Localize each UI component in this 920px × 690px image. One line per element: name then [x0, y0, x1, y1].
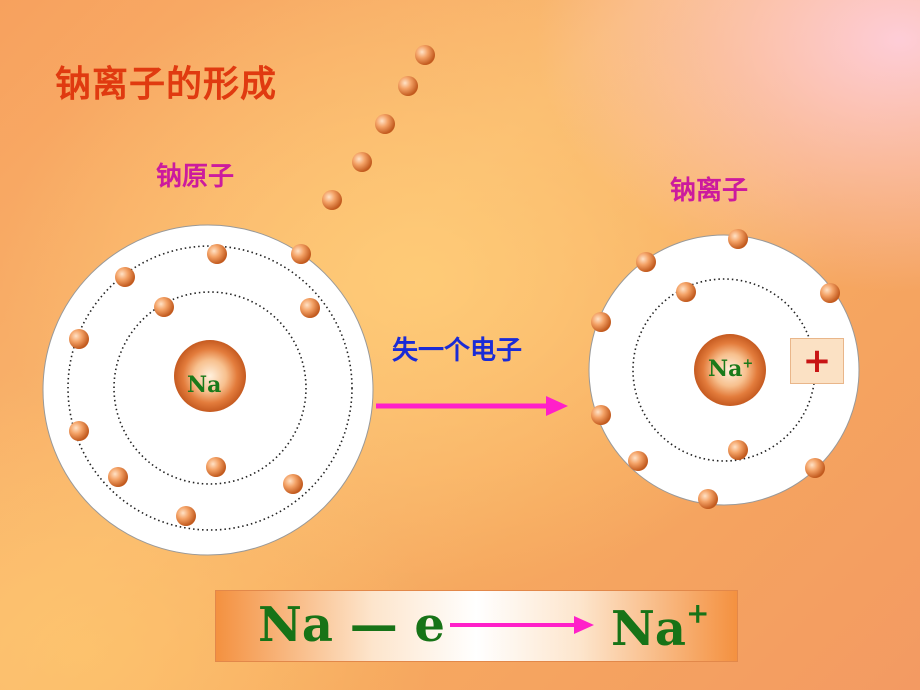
electron	[591, 405, 611, 425]
ion-electrons	[591, 229, 840, 509]
electron	[207, 244, 227, 264]
electron	[300, 298, 320, 318]
electron	[176, 506, 196, 526]
electron	[728, 229, 748, 249]
electron	[398, 76, 418, 96]
electron	[69, 329, 89, 349]
electron	[283, 474, 303, 494]
departing-electron-trail	[322, 45, 435, 210]
atom-nucleus-label: Na	[187, 372, 222, 398]
electron	[728, 440, 748, 460]
electron	[69, 421, 89, 441]
ion-nucleus-label: Na+	[708, 356, 754, 382]
electron	[698, 489, 718, 509]
lose-electron-label: 失一个电子	[392, 336, 523, 366]
sodium-atom-label: 钠原子	[156, 162, 235, 192]
electron	[415, 45, 435, 65]
electron	[636, 252, 656, 272]
electron	[628, 451, 648, 471]
atom-shell-2	[113, 291, 307, 485]
electron	[206, 457, 226, 477]
electron	[154, 297, 174, 317]
electron	[322, 190, 342, 210]
electron	[805, 458, 825, 478]
electron	[591, 312, 611, 332]
equation-arrow	[450, 616, 594, 634]
electron	[820, 283, 840, 303]
electron	[115, 267, 135, 287]
atom-nucleus	[174, 340, 246, 412]
positive-charge-box: +	[790, 338, 844, 384]
slide-title: 钠离子的形成	[55, 64, 278, 105]
atom-shell-3	[67, 245, 353, 531]
sodium-ion-label: 钠离子	[670, 176, 749, 206]
equation-right: Na+	[611, 597, 710, 657]
electron	[676, 282, 696, 302]
electron	[291, 244, 311, 264]
atom-electrons	[69, 244, 320, 526]
ion-nucleus	[694, 334, 766, 406]
electron	[352, 152, 372, 172]
equation-left: Na — e	[258, 597, 445, 653]
electron	[108, 467, 128, 487]
electron	[375, 114, 395, 134]
equation-box: Na — e Na+	[215, 590, 738, 662]
process-arrowhead	[546, 396, 568, 416]
